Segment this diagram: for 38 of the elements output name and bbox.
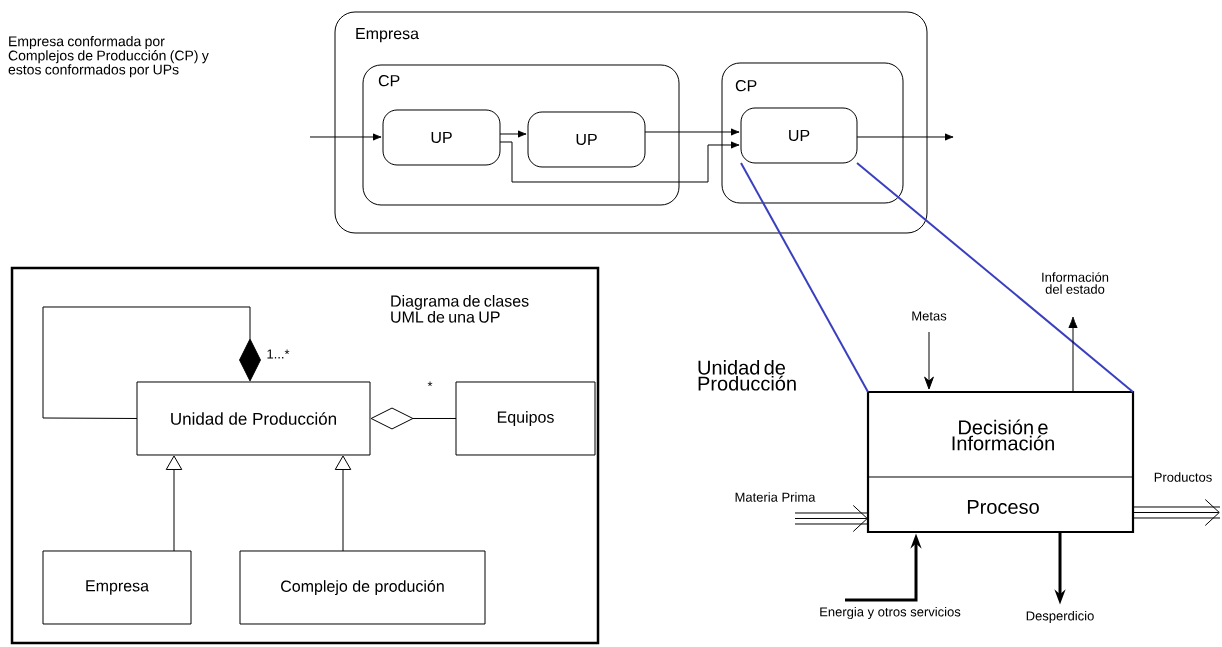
edge-label: Desperdicio — [1024, 609, 1096, 625]
edge-label: Materia Prima — [733, 491, 817, 503]
double-arrow — [1132, 499, 1221, 526]
rounded-box: UP — [740, 107, 858, 164]
box-heading: CP — [378, 75, 400, 87]
edge-label: * — [426, 380, 434, 392]
block-title: Proceso — [967, 500, 1039, 514]
arrow — [1068, 316, 1078, 393]
arrow — [924, 331, 934, 390]
arrow — [856, 133, 954, 141]
box-heading: CP — [735, 80, 757, 92]
class-box: Complejo de produción — [239, 550, 486, 625]
arrow — [499, 130, 527, 138]
connector-line — [740, 162, 869, 393]
edge-label: Metas — [910, 310, 948, 322]
class-box: Unidad de Producción — [136, 381, 371, 456]
arrow — [499, 141, 740, 183]
frame-title: Diagrama de clases UML de una UP — [391, 295, 529, 323]
association-line — [334, 455, 352, 552]
association-line — [370, 407, 457, 430]
connector-line — [856, 162, 1134, 393]
rounded-box: UP — [382, 109, 501, 166]
arrow — [309, 133, 382, 141]
edge-label: Productos — [1152, 471, 1214, 483]
double-arrow — [794, 505, 869, 532]
arrow — [644, 128, 740, 136]
box-heading: Empresa — [356, 28, 419, 43]
edge-label: Información del estado — [1031, 271, 1119, 295]
association-line — [42, 306, 261, 419]
class-box: Empresa — [42, 550, 192, 625]
block-title: Decisión e Información — [952, 419, 1054, 451]
edge-label: 1...* — [265, 348, 291, 360]
association-line — [165, 455, 183, 552]
rounded-box: UP — [527, 111, 646, 168]
edge-label: Energia y otros servicios — [818, 605, 962, 621]
description-text: Empresa conformada por Complejos de Producción (CP) y estos conformados por UPs — [8, 36, 209, 78]
class-box: Equipos — [455, 381, 596, 456]
block-heading: Unidad de Producción — [698, 360, 796, 391]
